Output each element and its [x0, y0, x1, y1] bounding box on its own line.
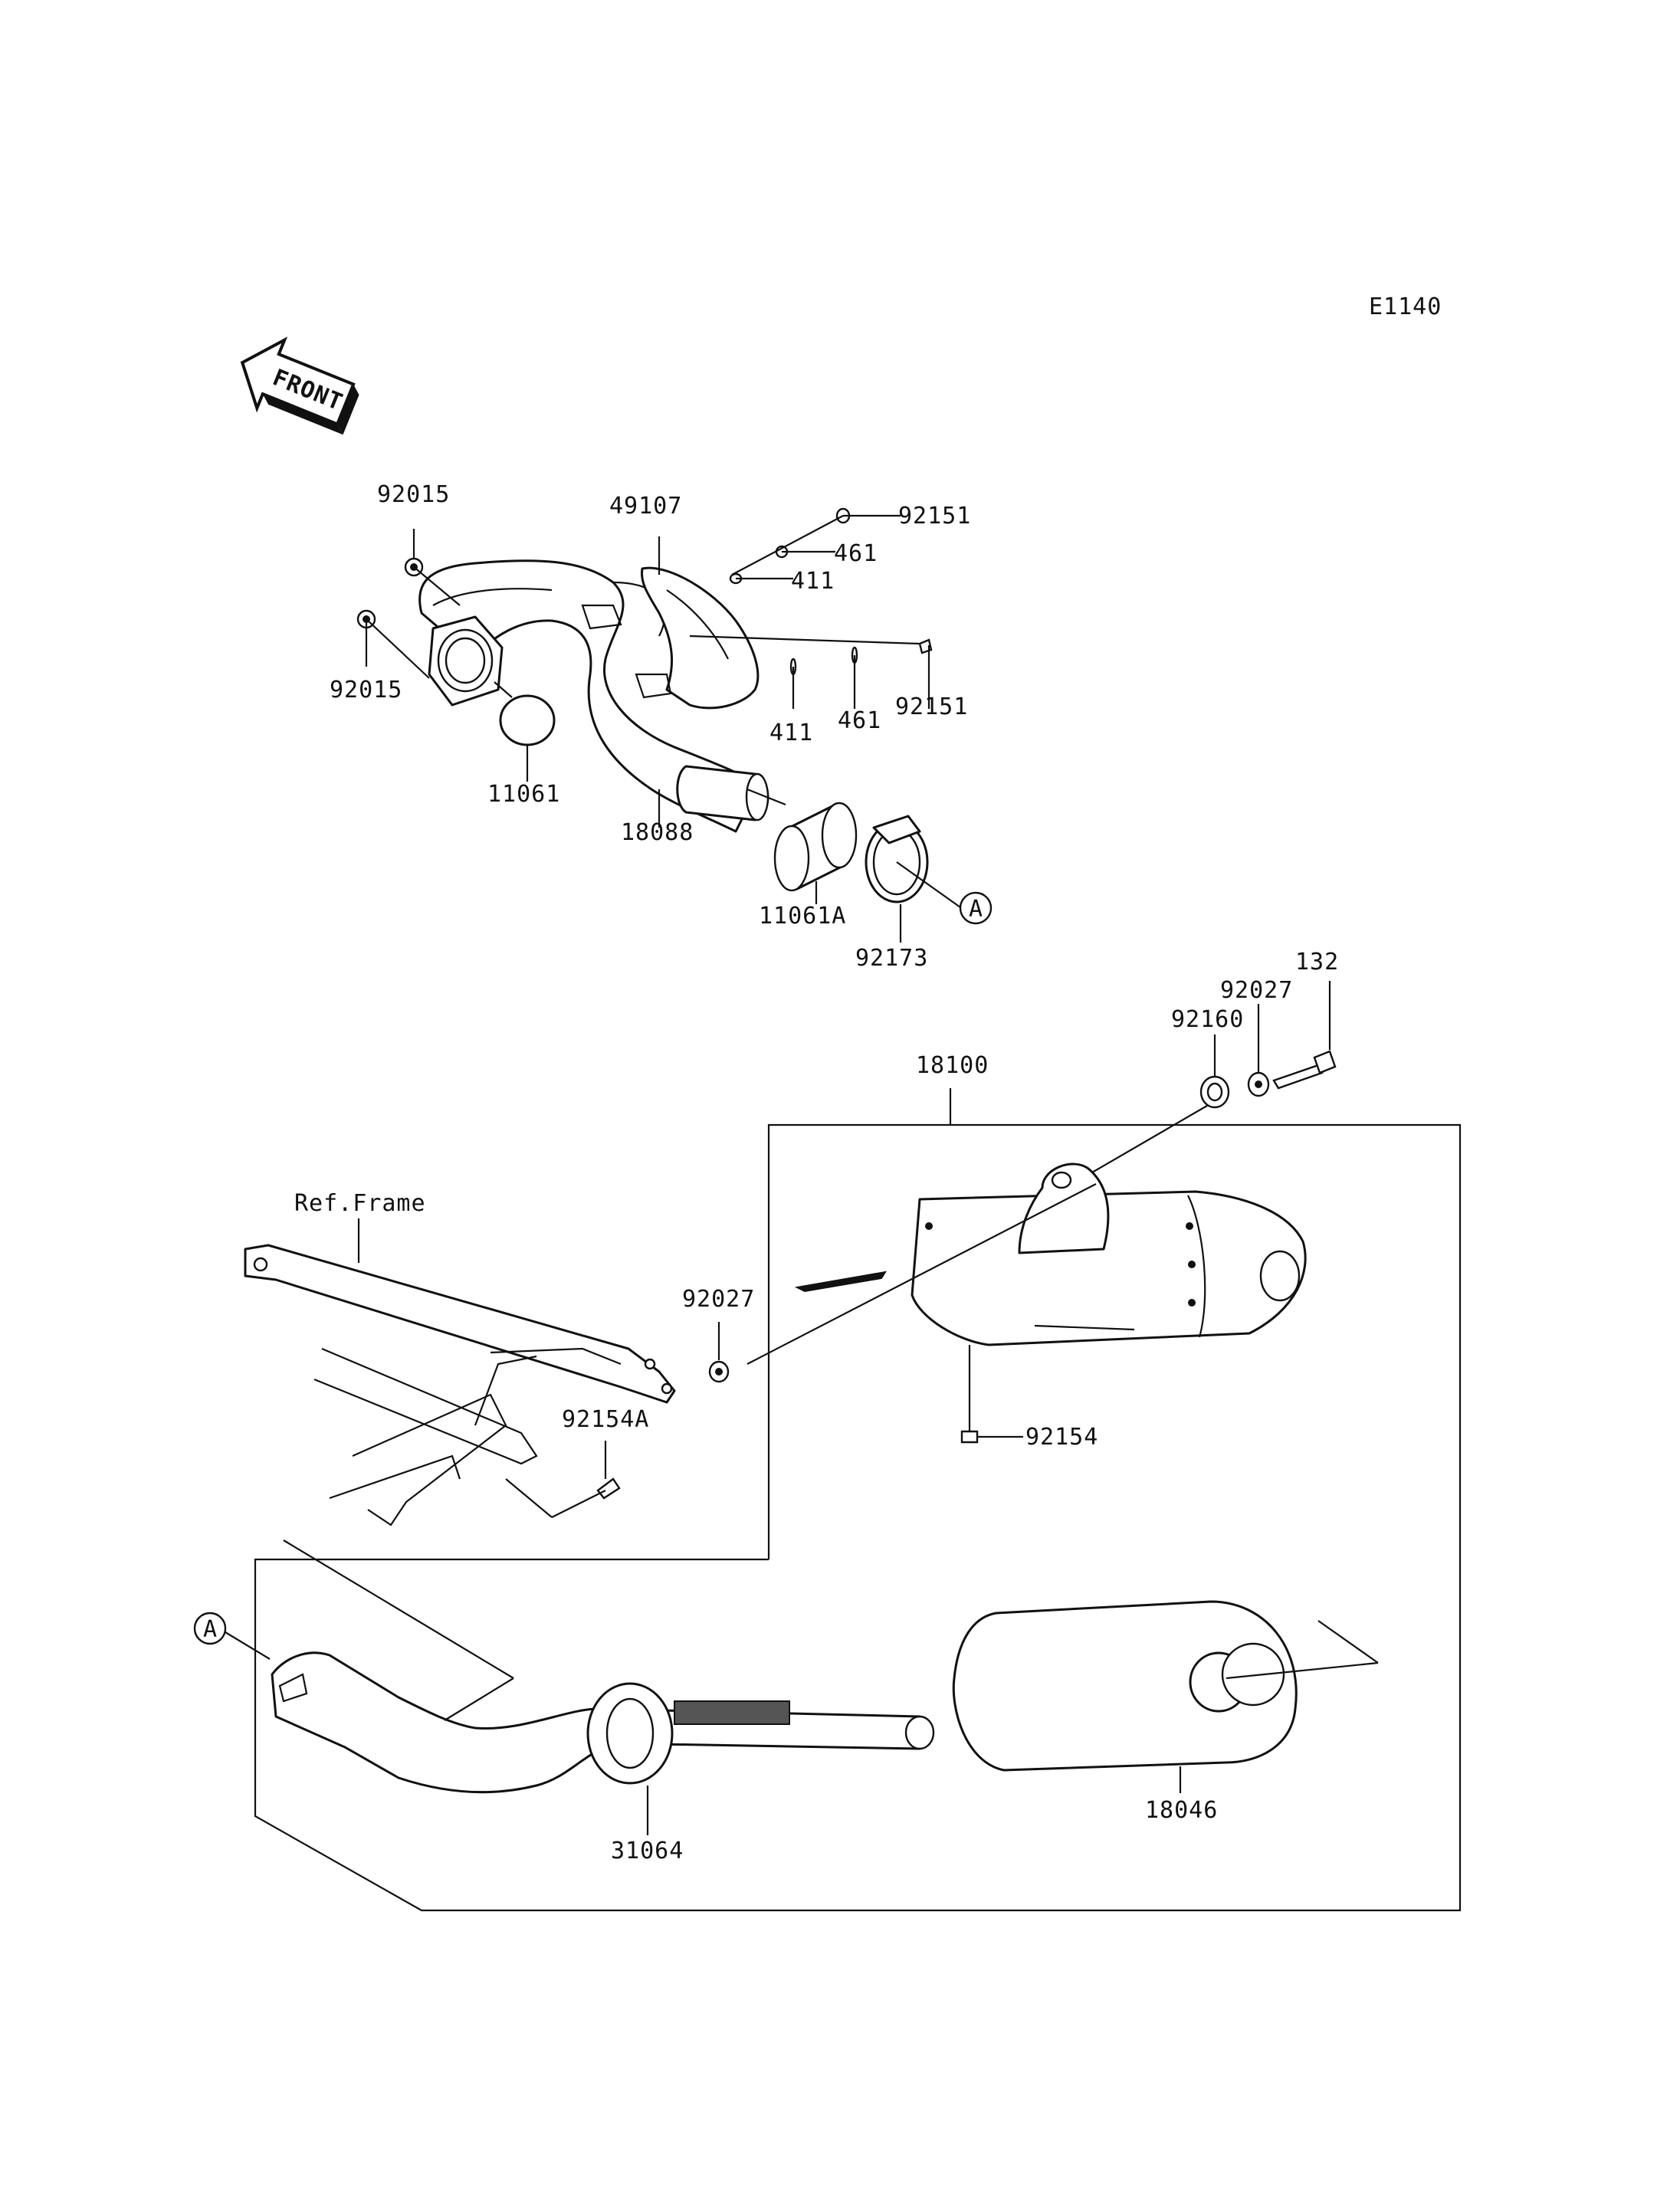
label-18088: 18088	[621, 819, 694, 846]
joint-pipe-11061A	[773, 802, 858, 892]
label-92160: 92160	[1171, 1006, 1244, 1033]
bolt-92154	[960, 1430, 979, 1444]
label-11061: 11061	[487, 781, 560, 808]
label-31064: 31064	[611, 1838, 684, 1864]
label-92151-bottom: 92151	[895, 694, 968, 720]
ref-frame-label: Ref.Frame	[294, 1190, 426, 1217]
muffler-18100	[911, 1162, 1307, 1346]
label-18100: 18100	[916, 1052, 989, 1079]
label-92015-bottom: 92015	[330, 677, 402, 703]
callout-a-lower-label: A	[203, 1616, 218, 1643]
gasket-11061	[499, 694, 556, 746]
label-11061A: 11061A	[759, 903, 846, 930]
silencer-18046	[952, 1600, 1298, 1772]
assembly-18100-outline	[254, 1123, 1462, 1912]
ref-frame	[244, 1244, 676, 1526]
grommet-92160	[1199, 1075, 1230, 1109]
callout-a-lower	[193, 1612, 227, 1645]
flange	[428, 615, 504, 707]
front-arrow-icon: FRONT	[240, 336, 359, 435]
label-92027-mid: 92027	[682, 1286, 755, 1313]
label-92154: 92154	[1025, 1424, 1098, 1451]
bolt-92154A	[596, 1477, 621, 1500]
inner-pipe-31064	[271, 1651, 935, 1794]
label-92173: 92173	[855, 945, 928, 972]
bolt-132	[1272, 1050, 1337, 1090]
label-461-top: 461	[834, 540, 878, 567]
heat-guard-49107	[581, 566, 760, 710]
label-92151-top: 92151	[898, 503, 971, 530]
label-461-bottom: 461	[838, 707, 881, 734]
label-49107: 49107	[609, 493, 682, 520]
callout-a-upper	[959, 891, 993, 925]
label-92154A: 92154A	[562, 1406, 649, 1433]
diagram-code: E1140	[1369, 293, 1442, 320]
label-411-bottom: 411	[769, 720, 813, 746]
label-132: 132	[1295, 949, 1339, 976]
header-pipe-18088	[418, 559, 760, 833]
label-18046: 18046	[1145, 1797, 1218, 1824]
callout-a-upper-label: A	[969, 896, 983, 923]
label-92015-top: 92015	[377, 481, 450, 508]
washer-92027-top	[1247, 1071, 1270, 1097]
clamp-92173	[865, 815, 929, 903]
label-92027-top: 92027	[1220, 977, 1293, 1004]
washer-92027-mid	[708, 1360, 730, 1383]
label-411-top: 411	[791, 568, 835, 595]
